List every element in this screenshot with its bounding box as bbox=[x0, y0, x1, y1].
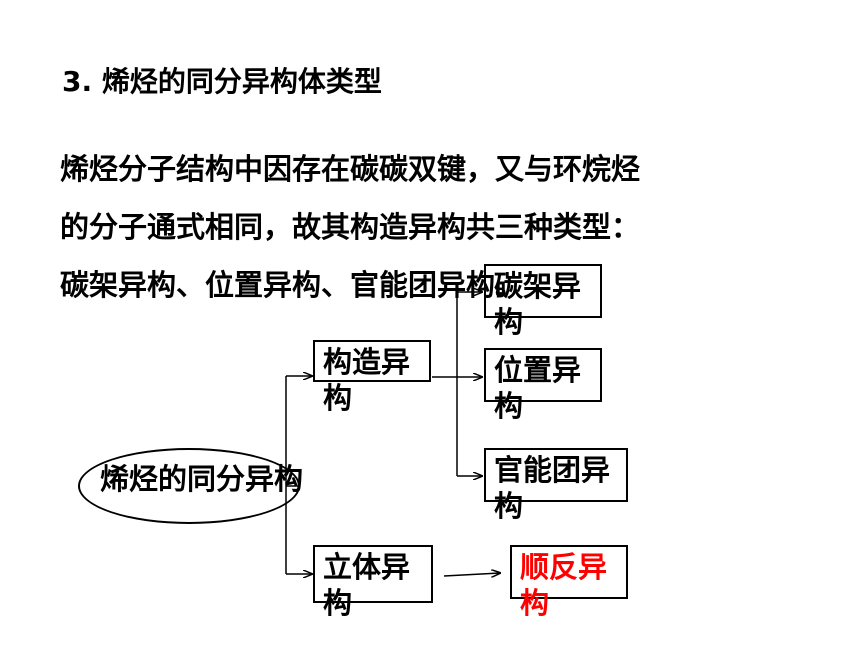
node-positional: 位置异构 bbox=[484, 348, 602, 423]
node-stereo: 立体异构 bbox=[313, 545, 433, 620]
root-label: 烯烃的同分异构 bbox=[100, 462, 304, 496]
root-ellipse bbox=[78, 448, 300, 524]
slide-title: 3. 烯烃的同分异构体类型 bbox=[62, 65, 382, 98]
node-functional: 官能团异构 bbox=[484, 448, 628, 523]
paragraph-line-1: 烯烃分子结构中因存在碳碳双键，又与环烷烃 bbox=[60, 152, 641, 186]
node-cis-trans: 顺反异构 bbox=[510, 545, 628, 620]
node-constitutional: 构造异构 bbox=[313, 340, 431, 415]
arrow-to-cis-trans bbox=[443, 573, 500, 576]
intro-paragraph: 烯烃分子结构中因存在碳碳双键，又与环烷烃 的分子通式相同，故其构造异构共三种类型… bbox=[60, 140, 760, 314]
paragraph-line-2: 的分子通式相同，故其构造异构共三种类型： bbox=[60, 210, 641, 244]
node-skeletal: 碳架异构 bbox=[484, 264, 602, 339]
paragraph-line-3: 碳架异构、位置异构、官能团异构。 bbox=[60, 268, 525, 302]
